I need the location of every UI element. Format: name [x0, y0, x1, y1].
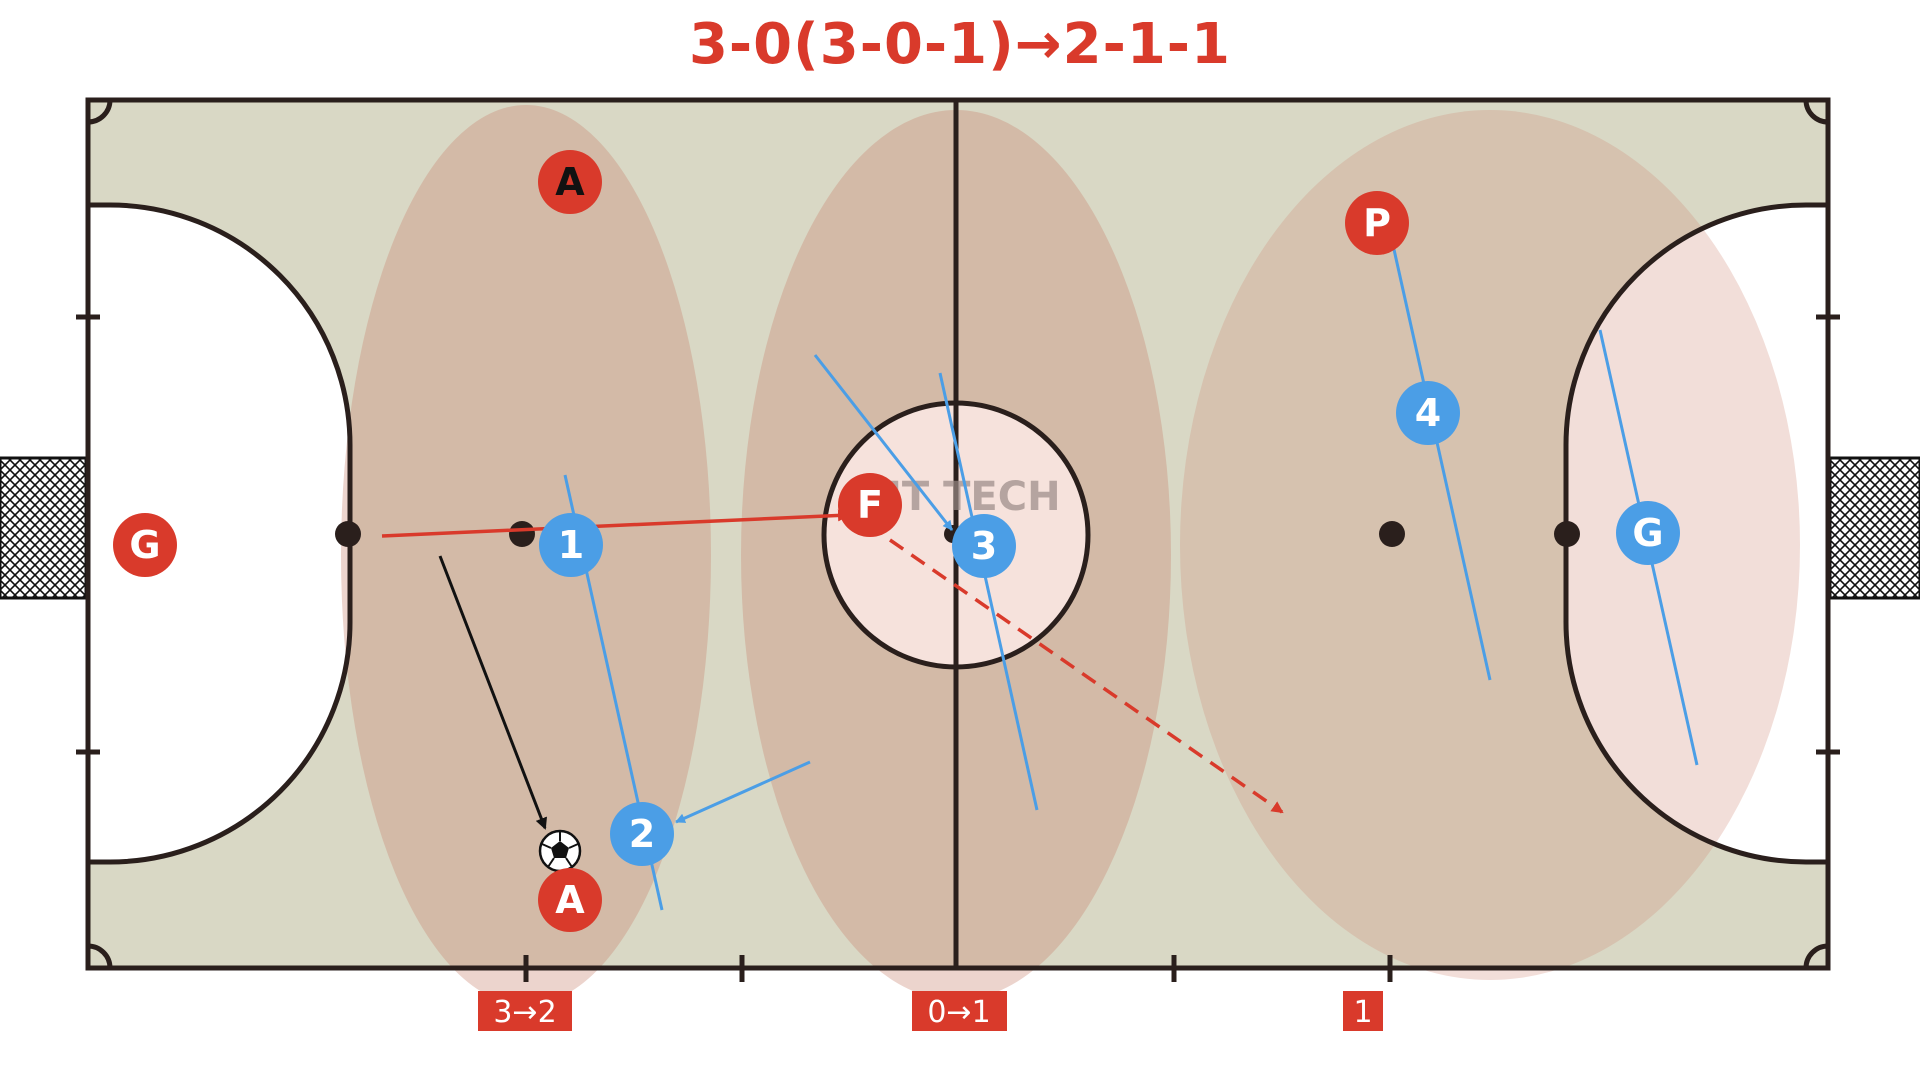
- defender-3-arrow: [813, 354, 954, 531]
- defend-player-1: 1: [539, 513, 603, 577]
- pass-arrow-to-f: [381, 509, 850, 538]
- attack-player-a-top: A: [538, 150, 602, 214]
- zone-label-third-line: 1: [1343, 991, 1383, 1031]
- left-penalty-spot: [335, 521, 361, 547]
- svg-text:P: P: [1363, 201, 1391, 245]
- attack-player-f: F: [838, 473, 902, 537]
- corner-arc-tr: [1803, 99, 1829, 125]
- corner-arc-tl: [87, 99, 113, 125]
- defend-player-2: 2: [610, 802, 674, 866]
- center-circle: [821, 400, 1091, 670]
- svg-text:G: G: [1632, 511, 1663, 555]
- soccer-ball-icon: [538, 829, 582, 873]
- right-penalty-area: [1565, 205, 1828, 862]
- svg-text:3: 3: [971, 524, 997, 568]
- svg-text:1: 1: [558, 523, 584, 567]
- attack-player-p: P: [1345, 191, 1409, 255]
- zone-third-line: [1180, 110, 1800, 980]
- defender-2-arrow: [675, 760, 811, 824]
- zone-label-second-line: 0→1: [912, 991, 1007, 1031]
- diagram-title: 3-0(3-0-1)→2-1-1: [688, 12, 1232, 77]
- left-goal-net: [0, 456, 88, 600]
- right-goal-net: [1828, 456, 1920, 600]
- svg-text:F: F: [857, 483, 883, 527]
- left-second-spot: [509, 521, 535, 547]
- zone-first-line: [341, 105, 711, 1005]
- svg-text:0→1: 0→1: [927, 995, 990, 1030]
- svg-text:4: 4: [1415, 391, 1441, 435]
- right-penalty-spot: [1554, 521, 1580, 547]
- corner-arc-bl: [87, 943, 113, 969]
- svg-text:3→2: 3→2: [493, 995, 556, 1030]
- svg-text:G: G: [129, 523, 160, 567]
- svg-text:2: 2: [629, 812, 655, 856]
- run-arrow-f: [889, 538, 1284, 814]
- corner-arc-br: [1803, 943, 1829, 969]
- zone-label-first-line: 3→2: [478, 991, 572, 1031]
- ball-path-arrow: [438, 555, 547, 830]
- defend-player-3: 3: [952, 514, 1016, 578]
- svg-text:A: A: [555, 160, 585, 204]
- attack-player-g: G: [113, 513, 177, 577]
- left-penalty-area: [88, 205, 351, 863]
- svg-text:A: A: [555, 878, 585, 922]
- defend-player-g: G: [1616, 501, 1680, 565]
- coverage-line-3: [938, 372, 1039, 811]
- right-second-spot: [1379, 521, 1405, 547]
- coverage-line-4: [1391, 244, 1492, 681]
- attack-player-a-bottom: A: [538, 868, 602, 932]
- defend-player-4: 4: [1396, 381, 1460, 445]
- svg-text:1: 1: [1353, 995, 1372, 1030]
